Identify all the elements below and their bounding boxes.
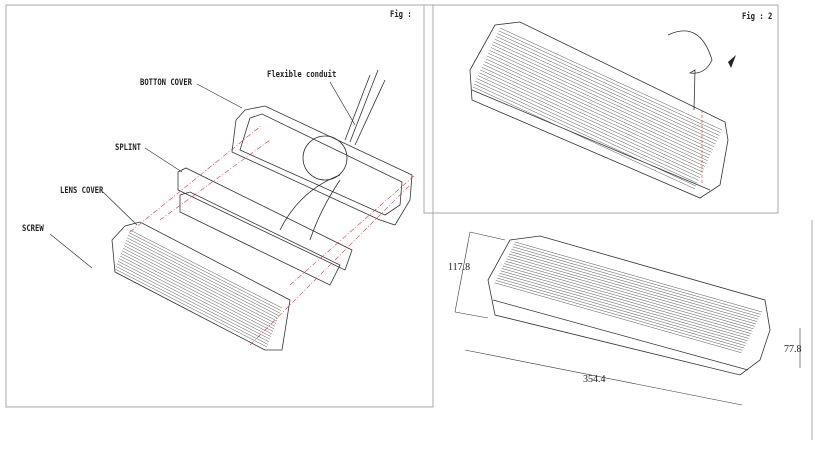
leader-lines xyxy=(49,81,356,269)
rib-line xyxy=(489,50,712,153)
rib-line xyxy=(513,244,761,315)
rib-line xyxy=(128,232,282,311)
rib-line xyxy=(488,52,711,156)
rib-line xyxy=(495,36,719,139)
rib-line xyxy=(127,234,281,314)
rib-line xyxy=(502,265,751,337)
fig1-frame xyxy=(5,4,434,408)
assembly-guides xyxy=(129,124,416,346)
fig2-luminaire-drawing xyxy=(469,21,729,199)
rib-line xyxy=(484,61,707,164)
rib-line xyxy=(500,270,748,342)
rib-line xyxy=(510,251,758,322)
rib-line xyxy=(123,245,277,324)
rib-line xyxy=(494,38,717,142)
rib-line xyxy=(493,41,716,145)
rib-line xyxy=(477,75,701,178)
rib-line xyxy=(472,86,695,190)
rib-line xyxy=(116,263,270,343)
screwdriver-hand xyxy=(667,30,713,111)
rib-line xyxy=(499,272,747,344)
rib-line xyxy=(479,72,702,176)
dimension-depth: 77.8 xyxy=(784,344,802,355)
rib-line xyxy=(507,256,755,327)
label-bottom-cover: BOTTON COVER xyxy=(140,78,193,88)
rib-line xyxy=(497,33,720,136)
terminal-disc xyxy=(302,135,348,181)
rib-line xyxy=(126,237,280,317)
rotation-arrow-icon xyxy=(728,55,736,68)
rib-line xyxy=(498,30,721,134)
rib-line xyxy=(514,241,763,313)
rib-line xyxy=(481,66,704,170)
rib-line xyxy=(121,250,275,330)
rib-line xyxy=(511,248,759,320)
label-screw: SCREW xyxy=(22,224,44,234)
flexible-conduit-wires xyxy=(344,69,386,146)
rib-line xyxy=(504,263,752,334)
bottom-cover-shape xyxy=(231,105,413,226)
rib-line xyxy=(490,47,714,150)
rib-line xyxy=(475,80,698,184)
rib-line xyxy=(508,253,757,325)
rib-line xyxy=(494,282,742,354)
rib-line xyxy=(496,277,745,349)
rib-line xyxy=(499,27,723,131)
rib-line xyxy=(117,260,271,340)
rib-line xyxy=(480,69,703,173)
rib-line xyxy=(495,280,743,351)
rib-line xyxy=(482,64,706,167)
label-lens-cover: LENS COVER xyxy=(60,186,104,196)
rib-line xyxy=(124,242,278,322)
label-splint: SPLINT xyxy=(115,143,142,153)
rib-line xyxy=(129,229,283,309)
rib-line xyxy=(501,268,749,339)
fig2-frame xyxy=(423,4,779,214)
lens-cover-shape xyxy=(111,221,291,351)
rib-line xyxy=(492,44,715,148)
rib-line xyxy=(115,266,269,345)
dimension-height: 117.8 xyxy=(448,262,471,273)
rib-line xyxy=(125,240,279,319)
dimension-lines xyxy=(454,231,801,406)
rib-line xyxy=(476,78,699,181)
rib-line xyxy=(512,246,760,318)
dimension-length: 354.4 xyxy=(583,374,606,385)
rib-line xyxy=(118,258,272,337)
rib-line xyxy=(114,268,268,348)
rib-line xyxy=(506,258,754,330)
rib-line xyxy=(120,253,274,332)
rib-line xyxy=(473,83,697,187)
rib-line xyxy=(119,255,273,335)
fig2-title: Fig : 2 xyxy=(742,12,773,22)
label-flexible-conduit: Flexible conduit xyxy=(267,70,337,80)
rib-line xyxy=(122,247,276,327)
rib-line xyxy=(498,275,746,346)
fig1-title: Fig : xyxy=(390,10,412,20)
lens-cover-ribs xyxy=(114,229,283,348)
fig3-luminaire-drawing xyxy=(487,235,771,376)
rib-line xyxy=(485,58,708,162)
splint-shape xyxy=(177,167,353,271)
rib-line xyxy=(505,260,753,332)
rib-line xyxy=(486,55,710,159)
fig1-exploded-drawing xyxy=(111,69,413,351)
